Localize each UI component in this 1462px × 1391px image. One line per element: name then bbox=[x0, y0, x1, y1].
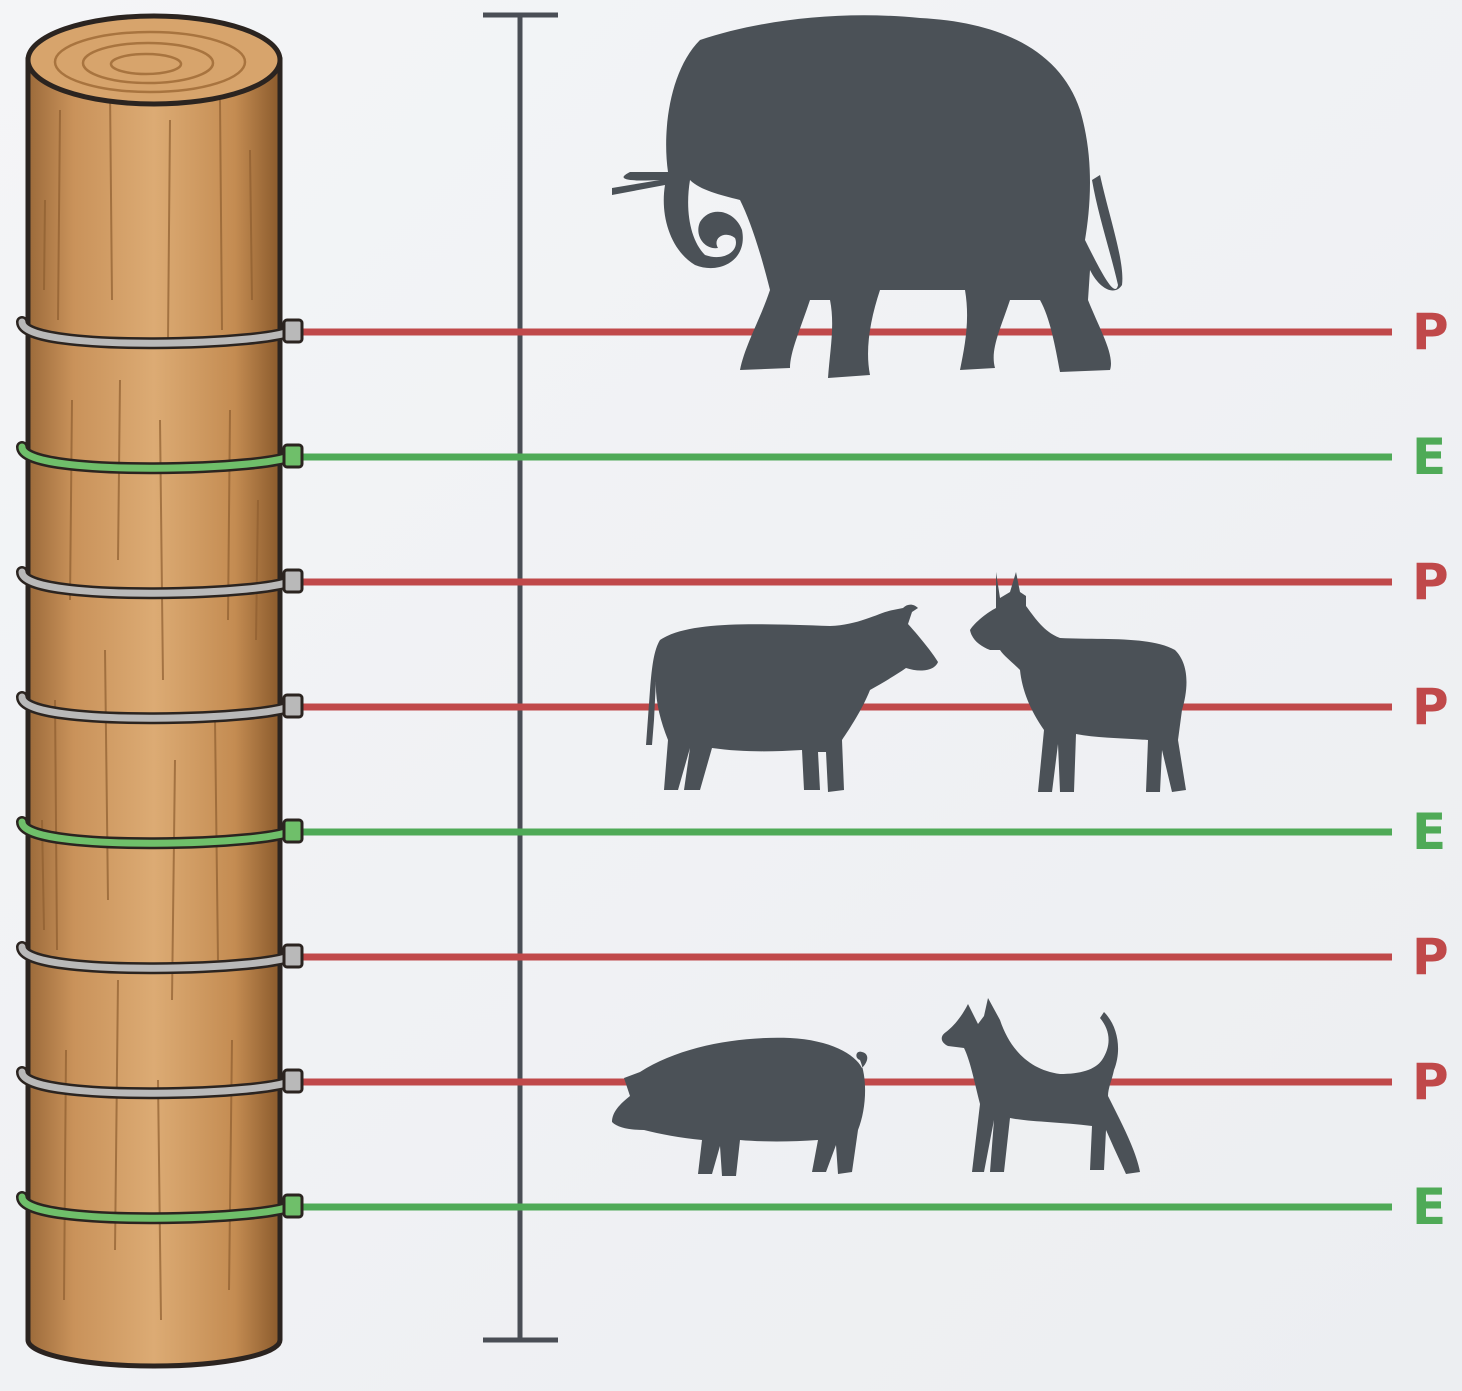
live-wire-label: P bbox=[1412, 928, 1449, 986]
gray-insulator-ring bbox=[18, 943, 294, 972]
gray-insulator-ring bbox=[18, 1068, 294, 1097]
insulator-clip bbox=[282, 1068, 304, 1094]
insulator-clip bbox=[282, 443, 304, 469]
insulator-clip bbox=[282, 818, 304, 844]
earth-wire-label: E bbox=[1412, 1178, 1447, 1236]
green-insulator-ring bbox=[18, 1193, 294, 1222]
green-insulator-ring bbox=[18, 818, 294, 847]
insulator-clip bbox=[282, 693, 304, 719]
insulator-clip bbox=[282, 568, 304, 594]
live-wire-label: P bbox=[1412, 553, 1449, 611]
goat-icon bbox=[970, 572, 1187, 792]
dog-icon bbox=[941, 998, 1140, 1174]
insulator-clip bbox=[282, 1193, 304, 1219]
live-wire-label: P bbox=[1412, 678, 1449, 736]
earth-wire-label: E bbox=[1412, 803, 1447, 861]
live-wire-label: P bbox=[1412, 303, 1449, 361]
gray-insulator-ring bbox=[18, 693, 294, 722]
cow-icon bbox=[646, 604, 938, 792]
wooden-post-icon bbox=[25, 13, 283, 1369]
green-insulator-ring bbox=[18, 443, 294, 472]
insulator-clip bbox=[282, 943, 304, 969]
earth-wire-label: E bbox=[1412, 428, 1447, 486]
gray-insulator-ring bbox=[18, 318, 294, 347]
height-marker-icon bbox=[483, 12, 558, 1343]
gray-insulator-ring bbox=[18, 568, 294, 597]
insulator-clip bbox=[282, 318, 304, 344]
live-wire-label: P bbox=[1412, 1053, 1449, 1111]
pig-icon bbox=[612, 1037, 868, 1176]
elephant-icon bbox=[612, 15, 1123, 379]
